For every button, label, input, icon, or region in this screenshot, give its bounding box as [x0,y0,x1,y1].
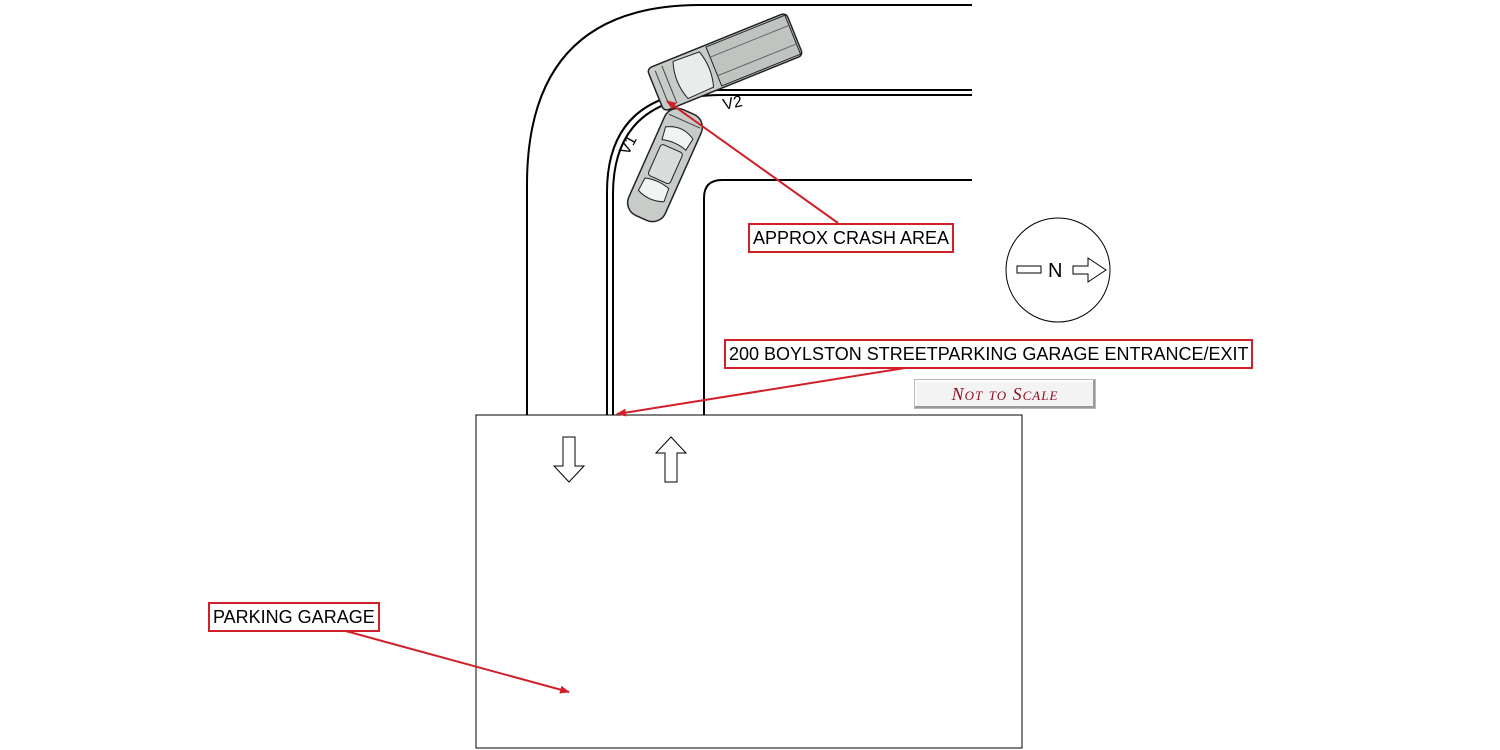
road-centerline-b [612,94,972,415]
exit-arrow-up-icon [654,436,688,483]
north-indicator: N [1005,217,1111,323]
not-to-scale-badge: Not to Scale [914,379,1096,409]
road-outer-edge [526,4,972,415]
north-arrow-head-icon [1072,257,1107,283]
north-circle [1005,217,1111,323]
vehicle-v2 [647,13,803,111]
crash-area-label: APPROX CRASH AREA [748,223,955,253]
north-letter: N [1048,260,1062,282]
road-inner-edge [703,179,972,415]
callout-arrows [341,100,906,694]
entrance-callout-arrow [616,367,906,417]
vehicle-v1 [626,107,704,223]
crash-area-callout-arrow [666,100,839,224]
parking-garage-building [475,414,1023,749]
garage-entrance-label: 200 BOYLSTON STREETPARKING GARAGE ENTRAN… [724,339,1254,369]
garage-callout-arrow [341,629,570,694]
parking-garage-label: PARKING GARAGE [208,602,380,632]
entry-arrow-down-icon [552,436,586,483]
north-arrow-tail-icon [1016,265,1042,274]
vehicle-v2-label: V2 [721,93,744,114]
